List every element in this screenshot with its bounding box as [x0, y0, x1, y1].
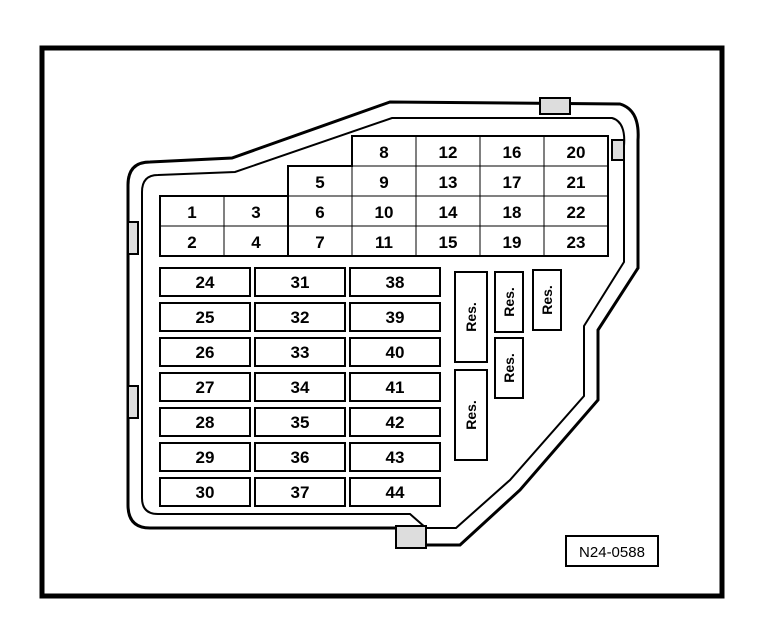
upper-grid-lines	[160, 136, 608, 256]
fuse-label: 3	[251, 203, 260, 222]
housing-clip-left-lower	[127, 385, 139, 419]
fuse-slot	[349, 477, 441, 507]
reserve-slot	[454, 369, 488, 461]
fuse-label: 9	[379, 173, 388, 192]
housing-tab-top	[539, 97, 571, 115]
fuse-column-a: 24 25 26 27 28 29 30	[159, 267, 251, 507]
fuse-label: 2	[187, 233, 196, 252]
fuse-label: 5	[315, 173, 324, 192]
fuse-slot	[254, 407, 346, 437]
fuse-label: 21	[567, 173, 586, 192]
fuse-column-b: 31 32 33 34 35 36 37	[254, 267, 346, 507]
fuse-slot	[349, 337, 441, 367]
fuse-slot	[159, 267, 251, 297]
fuse-label: 26	[196, 343, 215, 362]
fuse-label: 24	[196, 273, 215, 292]
reserve-label: Res.	[501, 287, 517, 317]
fuse-label: 18	[503, 203, 522, 222]
housing-tab-bottom	[395, 525, 427, 549]
fuse-label: 23	[567, 233, 586, 252]
fuse-label: 42	[386, 413, 405, 432]
reserve-slot	[532, 269, 562, 331]
fuse-label: 32	[291, 308, 310, 327]
fuse-slot	[254, 267, 346, 297]
fuse-slot	[349, 407, 441, 437]
fuse-label: 43	[386, 448, 405, 467]
upper-fuse-labels: 1 2 3 4 5 6 7 8 9 10 11 12 13 14 15 16 1…	[187, 143, 585, 252]
fuse-label: 12	[439, 143, 458, 162]
fuse-label: 41	[386, 378, 405, 397]
fuse-label: 40	[386, 343, 405, 362]
fuse-label: 8	[379, 143, 388, 162]
fuse-label: 1	[187, 203, 196, 222]
fuse-label: 19	[503, 233, 522, 252]
fuse-slot	[159, 302, 251, 332]
fuse-slot	[349, 442, 441, 472]
fuse-label: 20	[567, 143, 586, 162]
fuse-label: 4	[251, 233, 261, 252]
fuse-label: 14	[439, 203, 458, 222]
fuse-label: 30	[196, 483, 215, 502]
fuse-slot	[254, 442, 346, 472]
fuse-label: 10	[375, 203, 394, 222]
fuse-label: 37	[291, 483, 310, 502]
fuse-slot	[159, 407, 251, 437]
fuse-label: 35	[291, 413, 310, 432]
fuse-label: 6	[315, 203, 324, 222]
reference-code: N24-0588	[579, 544, 645, 561]
fuse-label: 33	[291, 343, 310, 362]
fuse-slot	[159, 477, 251, 507]
fuse-slot	[349, 267, 441, 297]
lower-fuse-block: 24 25 26 27 28 29 30 31 32 33 34 35 36 3…	[159, 267, 441, 507]
fuse-label: 44	[386, 483, 405, 502]
fuse-label: 7	[315, 233, 324, 252]
fuse-slot	[159, 337, 251, 367]
fuse-column-c: 38 39 40 41 42 43 44	[349, 267, 441, 507]
reserve-label: Res.	[539, 285, 555, 315]
reserve-label: Res.	[463, 400, 479, 430]
fuse-label: 16	[503, 143, 522, 162]
reserve-label: Res.	[501, 353, 517, 383]
fuse-label: 15	[439, 233, 458, 252]
fuse-slot	[254, 337, 346, 367]
reserve-slot	[454, 271, 488, 363]
housing-clip-right	[611, 139, 625, 161]
fuse-slot	[254, 372, 346, 402]
fuse-label: 17	[503, 173, 522, 192]
reserve-slot	[494, 271, 524, 333]
fuse-slot	[159, 372, 251, 402]
fuse-box-inner-outline	[141, 117, 626, 529]
fuse-label: 39	[386, 308, 405, 327]
reference-code-box	[565, 535, 659, 567]
fuse-slot	[254, 302, 346, 332]
fuse-slot	[349, 302, 441, 332]
fuse-label: 25	[196, 308, 215, 327]
fuse-label: 13	[439, 173, 458, 192]
fuse-label: 31	[291, 273, 310, 292]
fuse-label: 22	[567, 203, 586, 222]
fuse-label: 34	[291, 378, 310, 397]
fuse-label: 11	[375, 233, 393, 252]
fuse-slot	[349, 372, 441, 402]
fuse-label: 29	[196, 448, 215, 467]
reserve-label: Res.	[463, 302, 479, 332]
reserve-slot	[494, 337, 524, 399]
housing-clip-left-upper	[127, 221, 139, 255]
fuse-label: 38	[386, 273, 405, 292]
fuse-label: 27	[196, 378, 215, 397]
fuse-label: 28	[196, 413, 215, 432]
fuse-slot	[159, 442, 251, 472]
fuse-slot	[254, 477, 346, 507]
fuse-label: 36	[291, 448, 310, 467]
reserve-slots: Res. Res. Res. Res. Res.	[454, 269, 562, 461]
